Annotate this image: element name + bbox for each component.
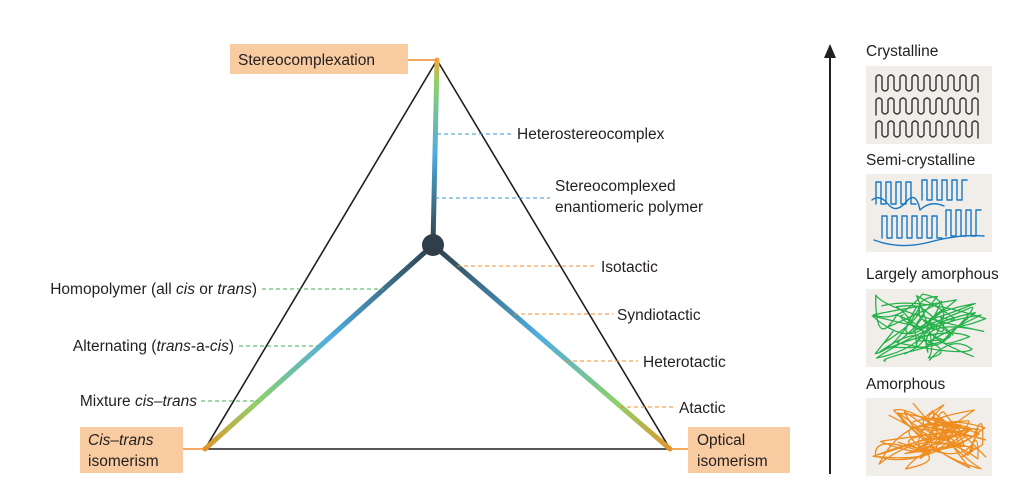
polymer-chain [893,404,986,451]
label-stereocomplexed-line2: enantiomeric polymer [555,199,703,216]
largely-amorphous-chains [871,293,987,362]
center-node [422,234,444,256]
polymer-chain [880,410,987,459]
branch-stereocomplexation [430,57,440,248]
label-stereocomplexed-line1: Stereocomplexed [555,178,676,195]
polymer-chain [875,97,979,116]
polymer-chain [875,181,917,205]
crystalline-chains [875,74,979,139]
label-isotactic: Isotactic [601,259,658,276]
polymer-chain [871,295,955,359]
cis-trans-label-line2: isomerism [88,453,159,470]
amorphous-chains [872,402,987,470]
optical-label-line1: Optical [697,432,745,449]
polymer-chain [875,120,979,139]
semi-crystalline-chains [871,179,985,247]
polymer-chain [921,179,968,201]
label-alternating: Alternating (trans-a-cis) [73,338,234,355]
polymer-chain [874,412,987,457]
label-semi-crystalline: Semi-crystalline [866,152,975,169]
polymer-chain [875,74,979,93]
cis-trans-label-line1: Cis–trans [88,432,154,449]
stereocomplexation-label: Stereocomplexation [238,52,375,69]
optical-box [688,427,790,473]
branch-cis-trans [202,242,436,452]
semi-crystalline-panel [866,174,992,252]
optical-label-line2: isomerism [697,453,768,470]
polymer-chain [881,215,943,239]
label-largely-amorphous: Largely amorphous [866,266,999,283]
polymer-chain [873,234,985,247]
label-heterotactic: Heterotactic [643,354,726,371]
crystalline-panel [866,66,992,144]
polymer-chain [872,402,982,470]
label-syndiotactic: Syndiotactic [617,307,701,324]
polymer-chain [874,302,976,358]
label-mixture: Mixture cis–trans [80,393,197,410]
label-homopolymer: Homopolymer (all cis or trans) [50,281,257,298]
triangle-outline [203,58,672,450]
polymer-chain [875,306,982,359]
cis-trans-box [80,427,183,473]
label-heterostereocomplex: Heterostereocomplex [517,126,665,143]
polymer-chain [871,196,945,211]
label-atactic: Atactic [679,400,726,417]
label-amorphous: Amorphous [866,376,946,393]
stereocomplexation-box [230,44,408,74]
branch-optical [430,242,673,452]
label-crystalline: Crystalline [866,43,938,60]
crystallinity-arrowhead [824,44,836,58]
